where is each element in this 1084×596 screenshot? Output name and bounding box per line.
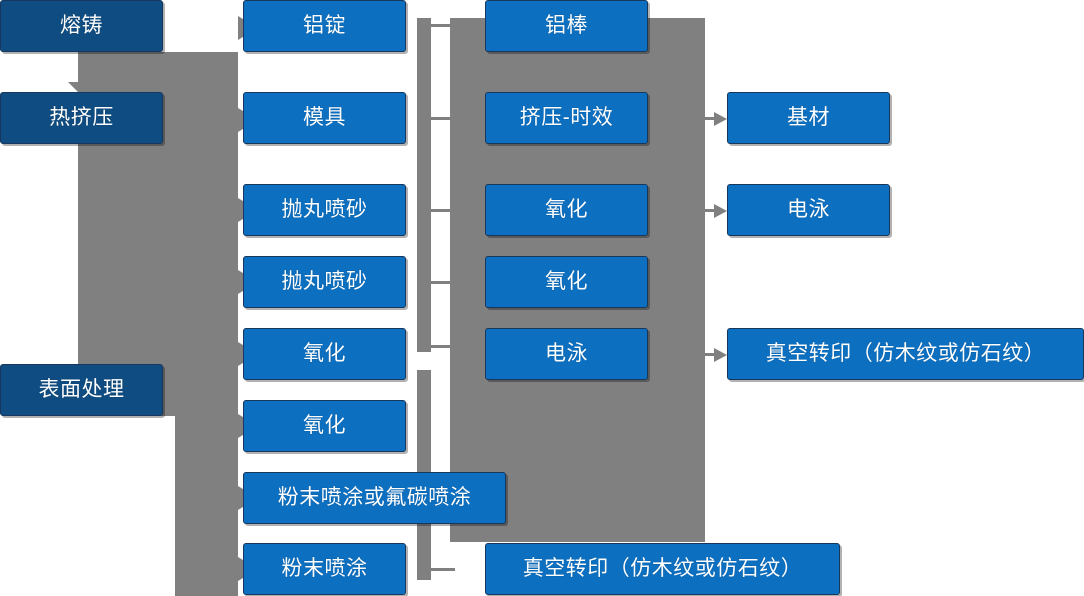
connector-main-trunk: [68, 52, 238, 596]
stage-melt-cast-label: 熔铸: [60, 14, 103, 38]
proc-a-aluminum-ingot[interactable]: 铝锭: [243, 0, 406, 52]
product-electrophoresis[interactable]: 电泳: [727, 184, 890, 236]
proc-a-shot-blast-2[interactable]: 抛丸喷砂: [243, 256, 406, 308]
product-electrophoresis-label: 电泳: [787, 198, 830, 222]
proc-b-extrusion-aging-label: 挤压-时效: [519, 106, 614, 130]
proc-b-electrophoresis-label: 电泳: [545, 342, 588, 366]
proc-b-aluminum-bar-label: 铝棒: [545, 14, 588, 38]
proc-b-oxidation-1[interactable]: 氧化: [485, 184, 648, 236]
proc-b-electrophoresis[interactable]: 电泳: [485, 328, 648, 380]
proc-a-oxidation-2-label: 氧化: [303, 414, 346, 438]
proc-b-extrusion-aging[interactable]: 挤压-时效: [485, 92, 648, 144]
stage-melt-cast[interactable]: 熔铸: [0, 0, 163, 52]
proc-a-shot-blast-2-label: 抛丸喷砂: [281, 270, 368, 294]
connector-surface-stub: [163, 388, 177, 391]
proc-a-powder-fluoro[interactable]: 粉末喷涂或氟碳喷涂: [243, 472, 506, 524]
product-substrate[interactable]: 基材: [727, 92, 890, 144]
proc-a-mold-label: 模具: [303, 106, 346, 130]
band-arrowheads: [705, 112, 727, 362]
proc-a-oxidation-2[interactable]: 氧化: [243, 400, 406, 452]
stage-surface-treatment-label: 表面处理: [38, 378, 125, 402]
proc-b-oxidation-1-label: 氧化: [545, 198, 588, 222]
proc-a-powder-coating-label: 粉末喷涂: [281, 557, 368, 581]
connector-riser-upper: [417, 18, 431, 352]
proc-a-aluminum-ingot-label: 铝锭: [303, 14, 346, 38]
proc-b-oxidation-2-label: 氧化: [545, 270, 588, 294]
stage-hot-extrusion-label: 热挤压: [49, 106, 114, 130]
proc-a-shot-blast-1[interactable]: 抛丸喷砂: [243, 184, 406, 236]
connector-ties: [431, 24, 455, 571]
proc-a-mold[interactable]: 模具: [243, 92, 406, 144]
product-vacuum-transfer-label: 真空转印（仿木纹或仿石纹）: [765, 342, 1046, 366]
proc-b-aluminum-bar[interactable]: 铝棒: [485, 0, 648, 52]
proc-a-oxidation-1-label: 氧化: [303, 342, 346, 366]
product-substrate-label: 基材: [787, 106, 830, 130]
proc-a-oxidation-1[interactable]: 氧化: [243, 328, 406, 380]
proc-b-oxidation-2[interactable]: 氧化: [485, 256, 648, 308]
proc-a-powder-fluoro-label: 粉末喷涂或氟碳喷涂: [277, 486, 472, 510]
product-vacuum-transfer[interactable]: 真空转印（仿木纹或仿石纹）: [727, 328, 1084, 380]
stage-surface-treatment[interactable]: 表面处理: [0, 364, 163, 416]
proc-a-shot-blast-1-label: 抛丸喷砂: [281, 198, 368, 222]
proc-a-powder-coating[interactable]: 粉末喷涂: [243, 543, 406, 595]
proc-b-vacuum-transfer-label: 真空转印（仿木纹或仿石纹）: [522, 557, 803, 581]
proc-b-vacuum-transfer[interactable]: 真空转印（仿木纹或仿石纹）: [485, 543, 840, 595]
stage-hot-extrusion[interactable]: 热挤压: [0, 92, 163, 144]
